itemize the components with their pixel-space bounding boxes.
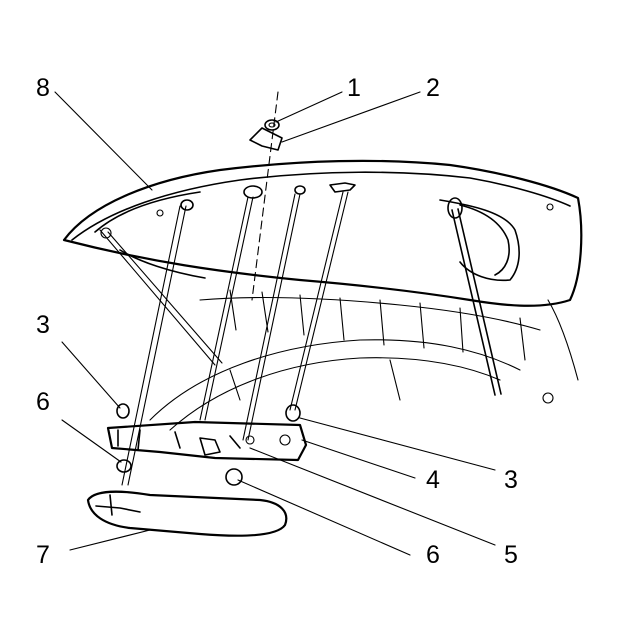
callout-6-right: 6 <box>426 541 440 569</box>
callout-8: 8 <box>36 74 50 102</box>
mounting-studs <box>121 191 349 486</box>
top-nut <box>264 119 280 131</box>
body-opening <box>99 229 521 431</box>
callouts: 1 2 3 3 4 5 6 6 7 8 <box>36 74 518 569</box>
handle-mounting-bracket <box>106 420 308 462</box>
top-bracket <box>249 127 283 151</box>
nut-3-right <box>285 404 301 422</box>
callout-5: 5 <box>504 541 518 569</box>
leader-lines <box>54 91 496 556</box>
nut-6-left <box>116 459 132 473</box>
lid-mount-holes <box>100 185 554 239</box>
callout-3-right: 3 <box>504 466 518 494</box>
nut-3-left <box>116 403 130 419</box>
callout-4: 4 <box>426 466 440 494</box>
trunk-lid-inner-ribs <box>199 289 579 404</box>
callout-2: 2 <box>426 74 440 102</box>
handle-cover <box>86 490 288 537</box>
trunk-lid-outer-panel <box>62 159 583 307</box>
callout-7: 7 <box>36 541 50 569</box>
callout-3-left: 3 <box>36 311 50 339</box>
nut-6-right <box>225 468 243 486</box>
callout-1: 1 <box>347 74 361 102</box>
lift-strut <box>447 197 502 396</box>
centerline-top <box>251 91 279 301</box>
callout-6-left: 6 <box>36 388 50 416</box>
